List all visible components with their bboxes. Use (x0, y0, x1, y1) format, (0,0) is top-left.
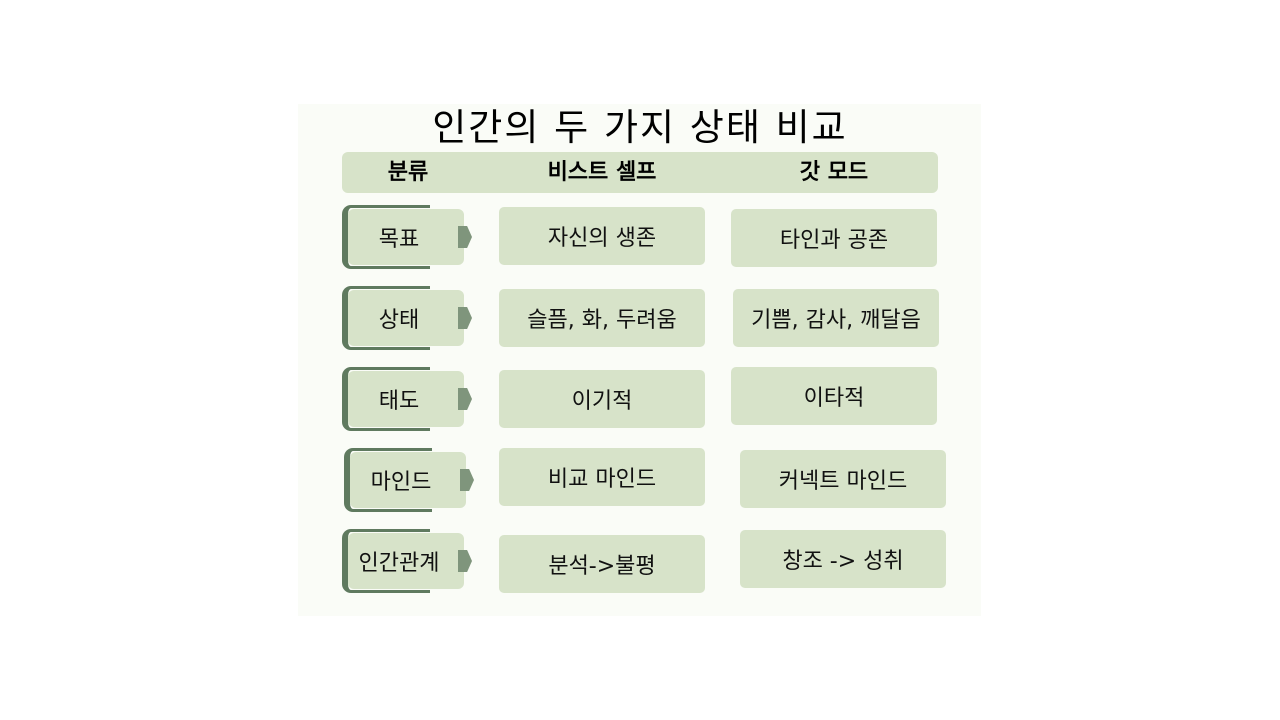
beast-self-cell-mind: 비교 마인드 (499, 448, 705, 506)
category-row-mind: 마인드 (344, 448, 474, 512)
header-bar (342, 152, 938, 193)
god-mode-cell-goal: 타인과 공존 (731, 209, 937, 267)
header-category: 분류 (387, 160, 429, 185)
category-label: 태도 (348, 371, 464, 427)
category-row-attitude: 태도 (342, 367, 472, 431)
god-mode-cell-mind: 커넥트 마인드 (740, 450, 946, 508)
category-bracket (344, 448, 432, 512)
category-label: 인간관계 (348, 533, 464, 589)
beast-self-cell-attitude: 이기적 (499, 370, 705, 428)
arrow-right-icon (460, 469, 474, 491)
category-bracket (342, 367, 430, 431)
arrow-right-icon (458, 388, 472, 410)
category-row-relationships: 인간관계 (342, 529, 472, 593)
beast-self-cell-relationships: 분석->불평 (499, 535, 705, 593)
header-god-mode: 갓 모드 (799, 160, 869, 185)
arrow-right-icon (458, 226, 472, 248)
category-label: 마인드 (350, 452, 466, 508)
header-beast-self: 비스트 셀프 (547, 160, 657, 185)
god-mode-cell-state: 기쁨, 감사, 깨달음 (733, 289, 939, 347)
category-bracket (342, 286, 430, 350)
category-row-state: 상태 (342, 286, 472, 350)
category-label: 목표 (348, 209, 464, 265)
god-mode-cell-attitude: 이타적 (731, 367, 937, 425)
beast-self-cell-state: 슬픔, 화, 두려움 (499, 289, 705, 347)
arrow-right-icon (458, 550, 472, 572)
category-bracket (342, 529, 430, 593)
category-bracket (342, 205, 430, 269)
category-label: 상태 (348, 290, 464, 346)
category-row-goal: 목표 (342, 205, 472, 269)
god-mode-cell-relationships: 창조 -> 성취 (740, 530, 946, 588)
arrow-right-icon (458, 307, 472, 329)
beast-self-cell-goal: 자신의 생존 (499, 207, 705, 265)
diagram-title: 인간의 두 가지 상태 비교 (432, 106, 848, 149)
